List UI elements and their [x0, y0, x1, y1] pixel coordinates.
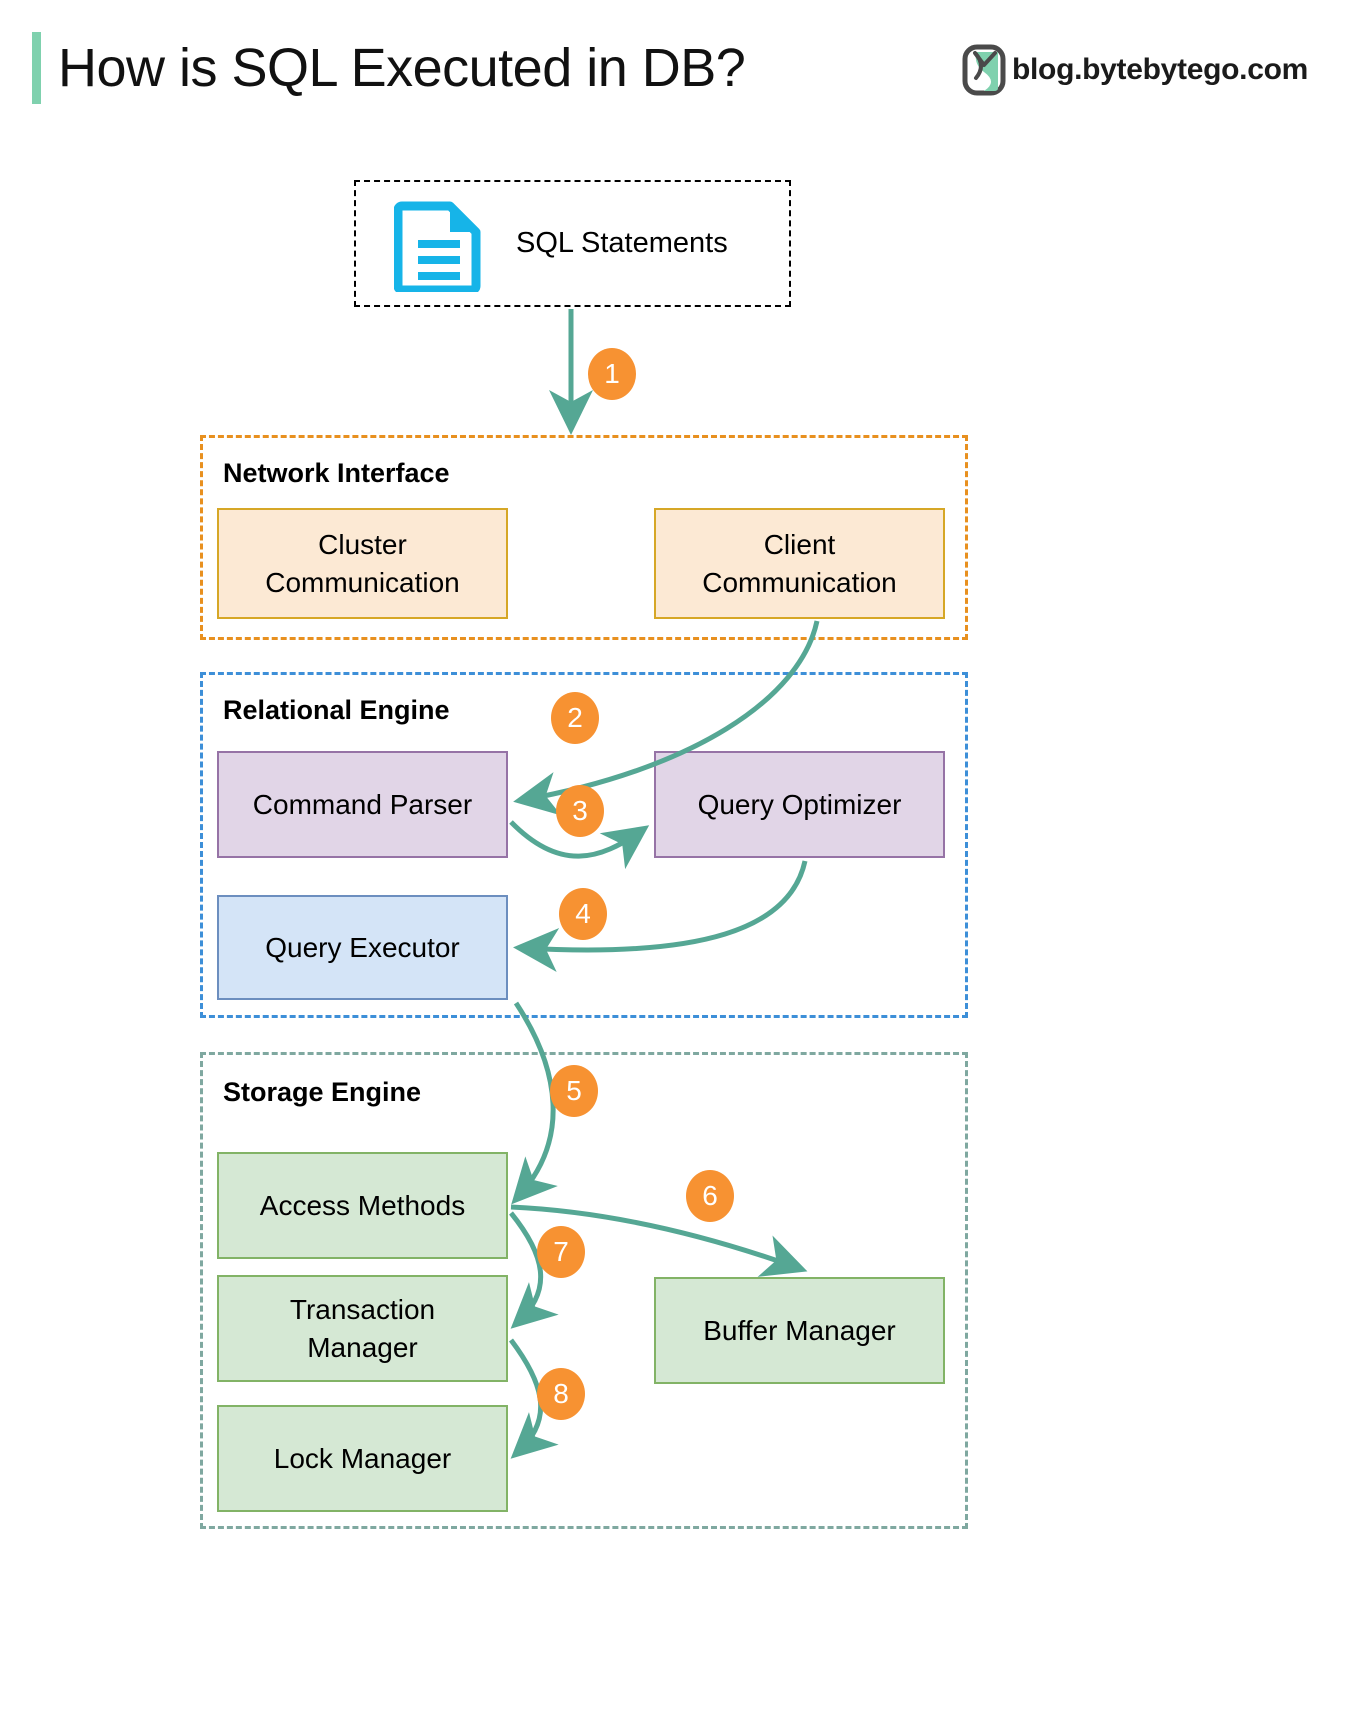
node-label: Buffer Manager: [703, 1314, 896, 1346]
step-badge-4: 4: [559, 888, 607, 940]
node-label: Access Methods: [259, 1189, 466, 1221]
page-title: How is SQL Executed in DB?: [58, 38, 746, 98]
step-badge-6: 6: [686, 1170, 734, 1222]
step-badge-3: 3: [556, 785, 604, 837]
step-badge-5: 5: [550, 1065, 598, 1117]
node-query-executor[interactable]: Query Executor: [217, 895, 508, 1000]
node-buffer-manager[interactable]: Buffer Manager: [654, 1277, 945, 1384]
brand[interactable]: blog.bytebytego.com: [962, 44, 1308, 96]
group-title-storage-engine: Storage Engine: [223, 1077, 422, 1107]
group-storage-engine: Storage Engine: [200, 1052, 968, 1529]
node-label: Query Executor: [265, 931, 460, 963]
title-accent-bar: [32, 32, 41, 104]
group-title-relational-engine: Relational Engine: [223, 695, 450, 725]
node-label: Query Optimizer: [697, 788, 902, 820]
bytebytego-logo-icon: [962, 44, 1006, 96]
page-header: How is SQL Executed in DB? blog.bytebyte…: [0, 0, 1358, 130]
node-label: Command Parser: [252, 788, 473, 820]
step-badge-8: 8: [537, 1368, 585, 1420]
sql-statements-frame[interactable]: SQL Statements: [354, 180, 791, 307]
node-label: Lock Manager: [273, 1442, 452, 1474]
brand-url-text: blog.bytebytego.com: [1012, 53, 1308, 86]
step-badge-1: 1: [588, 348, 636, 400]
node-lock-manager[interactable]: Lock Manager: [217, 1405, 508, 1512]
step-badge-7: 7: [537, 1226, 585, 1278]
node-access-methods[interactable]: Access Methods: [217, 1152, 508, 1259]
node-command-parser[interactable]: Command Parser: [217, 751, 508, 858]
document-icon: [394, 201, 481, 292]
step-badge-2: 2: [551, 692, 599, 744]
group-title-network-interface: Network Interface: [223, 458, 450, 488]
sql-statements-label: SQL Statements: [516, 227, 728, 259]
node-query-optimizer[interactable]: Query Optimizer: [654, 751, 945, 858]
